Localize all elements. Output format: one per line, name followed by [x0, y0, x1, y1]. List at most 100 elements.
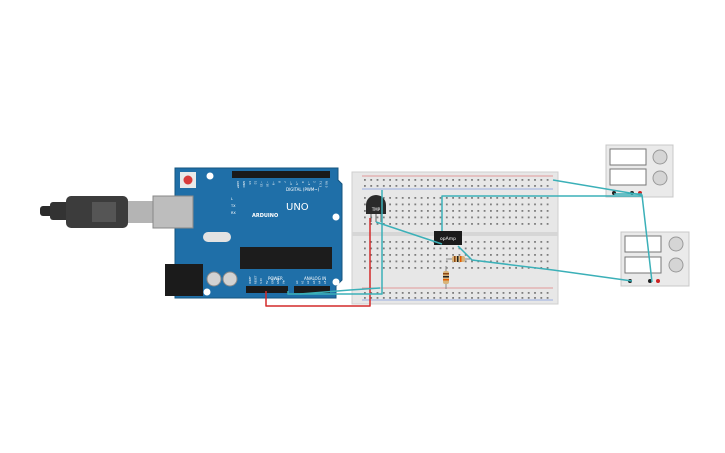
breadboard-hole[interactable]	[364, 216, 366, 219]
breadboard-hole[interactable]	[433, 292, 436, 294]
breadboard-hole[interactable]	[414, 254, 417, 256]
breadboard-hole[interactable]	[546, 179, 549, 181]
resistor-horizontal[interactable]	[446, 256, 470, 262]
breadboard-hole[interactable]	[395, 292, 398, 294]
breadboard-hole[interactable]	[521, 197, 524, 199]
breadboard-hole[interactable]	[376, 292, 379, 294]
breadboard-hole[interactable]	[445, 267, 448, 269]
breadboard-hole[interactable]	[508, 223, 511, 225]
breadboard-hole[interactable]	[408, 292, 410, 294]
breadboard-hole[interactable]	[389, 223, 391, 225]
breadboard-hole[interactable]	[471, 241, 473, 243]
breadboard-hole[interactable]	[483, 297, 486, 299]
breadboard-hole[interactable]	[540, 185, 543, 187]
breadboard-hole[interactable]	[376, 185, 379, 187]
breadboard-hole[interactable]	[521, 254, 524, 256]
breadboard-hole[interactable]	[364, 297, 366, 299]
breadboard-hole[interactable]	[445, 292, 448, 294]
breadboard-hole[interactable]	[521, 203, 524, 206]
breadboard-hole[interactable]	[395, 210, 398, 212]
breadboard-hole[interactable]	[427, 223, 429, 225]
breadboard-hole[interactable]	[477, 241, 480, 243]
breadboard-hole[interactable]	[464, 254, 467, 256]
breadboard-hole[interactable]	[521, 185, 524, 187]
breadboard-hole[interactable]	[490, 197, 492, 199]
probe-port[interactable]	[648, 279, 652, 283]
breadboard-hole[interactable]	[370, 254, 373, 256]
breadboard-hole[interactable]	[427, 210, 429, 212]
breadboard-hole[interactable]	[471, 260, 473, 263]
breadboard-hole[interactable]	[527, 197, 530, 199]
breadboard-hole[interactable]	[515, 247, 517, 250]
breadboard-hole[interactable]	[364, 223, 366, 225]
breadboard-hole[interactable]	[395, 203, 398, 206]
breadboard-hole[interactable]	[452, 223, 454, 225]
breadboard-hole[interactable]	[427, 241, 429, 243]
breadboard-hole[interactable]	[477, 267, 480, 269]
breadboard-hole[interactable]	[382, 185, 385, 187]
breadboard-hole[interactable]	[483, 254, 486, 256]
breadboard-hole[interactable]	[527, 260, 530, 263]
breadboard-hole[interactable]	[427, 197, 429, 199]
breadboard-hole[interactable]	[439, 185, 442, 187]
breadboard-hole[interactable]	[445, 203, 448, 206]
breadboard-hole[interactable]	[420, 297, 423, 299]
breadboard-hole[interactable]	[508, 241, 511, 243]
breadboard-hole[interactable]	[483, 267, 486, 269]
breadboard-hole[interactable]	[427, 203, 429, 206]
breadboard-hole[interactable]	[483, 223, 486, 225]
breadboard-hole[interactable]	[527, 185, 530, 187]
breadboard-hole[interactable]	[496, 203, 499, 206]
breadboard-hole[interactable]	[458, 179, 461, 181]
breadboard-hole[interactable]	[408, 210, 410, 212]
breadboard-hole[interactable]	[515, 203, 517, 206]
breadboard-hole[interactable]	[395, 254, 398, 256]
breadboard-hole[interactable]	[389, 260, 391, 263]
breadboard-hole[interactable]	[376, 267, 379, 269]
breadboard-hole[interactable]	[408, 179, 410, 181]
multimeter-bottom[interactable]	[620, 231, 690, 287]
breadboard-hole[interactable]	[521, 267, 524, 269]
breadboard-hole[interactable]	[382, 241, 385, 243]
breadboard-hole[interactable]	[502, 203, 505, 206]
breadboard-hole[interactable]	[408, 260, 410, 263]
breadboard-hole[interactable]	[364, 247, 366, 250]
breadboard-hole[interactable]	[395, 247, 398, 250]
breadboard-hole[interactable]	[389, 292, 391, 294]
breadboard-hole[interactable]	[376, 254, 379, 256]
breadboard-hole[interactable]	[546, 197, 549, 199]
breadboard-hole[interactable]	[471, 197, 473, 199]
breadboard-hole[interactable]	[471, 254, 473, 256]
breadboard-hole[interactable]	[502, 292, 505, 294]
breadboard-hole[interactable]	[427, 247, 429, 250]
breadboard-hole[interactable]	[490, 292, 492, 294]
breadboard-hole[interactable]	[527, 179, 530, 181]
wire-rail-to-meter[interactable]	[552, 179, 653, 283]
breadboard-hole[interactable]	[420, 247, 423, 250]
breadboard-hole[interactable]	[395, 216, 398, 219]
breadboard-hole[interactable]	[452, 185, 454, 187]
breadboard-hole[interactable]	[420, 203, 423, 206]
breadboard-hole[interactable]	[370, 185, 373, 187]
breadboard-hole[interactable]	[452, 203, 454, 206]
breadboard-hole[interactable]	[389, 185, 391, 187]
breadboard-hole[interactable]	[477, 297, 480, 299]
breadboard-hole[interactable]	[540, 241, 543, 243]
breadboard-hole[interactable]	[452, 210, 454, 212]
breadboard-hole[interactable]	[389, 254, 391, 256]
breadboard-hole[interactable]	[477, 292, 480, 294]
breadboard-hole[interactable]	[458, 297, 461, 299]
breadboard-hole[interactable]	[389, 210, 391, 212]
breadboard-hole[interactable]	[445, 185, 448, 187]
breadboard-hole[interactable]	[445, 260, 448, 263]
breadboard-hole[interactable]	[508, 247, 511, 250]
breadboard-hole[interactable]	[546, 203, 549, 206]
breadboard-hole[interactable]	[433, 254, 436, 256]
probe-port[interactable]	[656, 279, 660, 283]
breadboard-hole[interactable]	[502, 216, 505, 219]
breadboard-hole[interactable]	[502, 260, 505, 263]
breadboard-hole[interactable]	[439, 210, 442, 212]
breadboard-hole[interactable]	[408, 223, 410, 225]
breadboard-hole[interactable]	[477, 185, 480, 187]
breadboard-hole[interactable]	[401, 241, 404, 243]
